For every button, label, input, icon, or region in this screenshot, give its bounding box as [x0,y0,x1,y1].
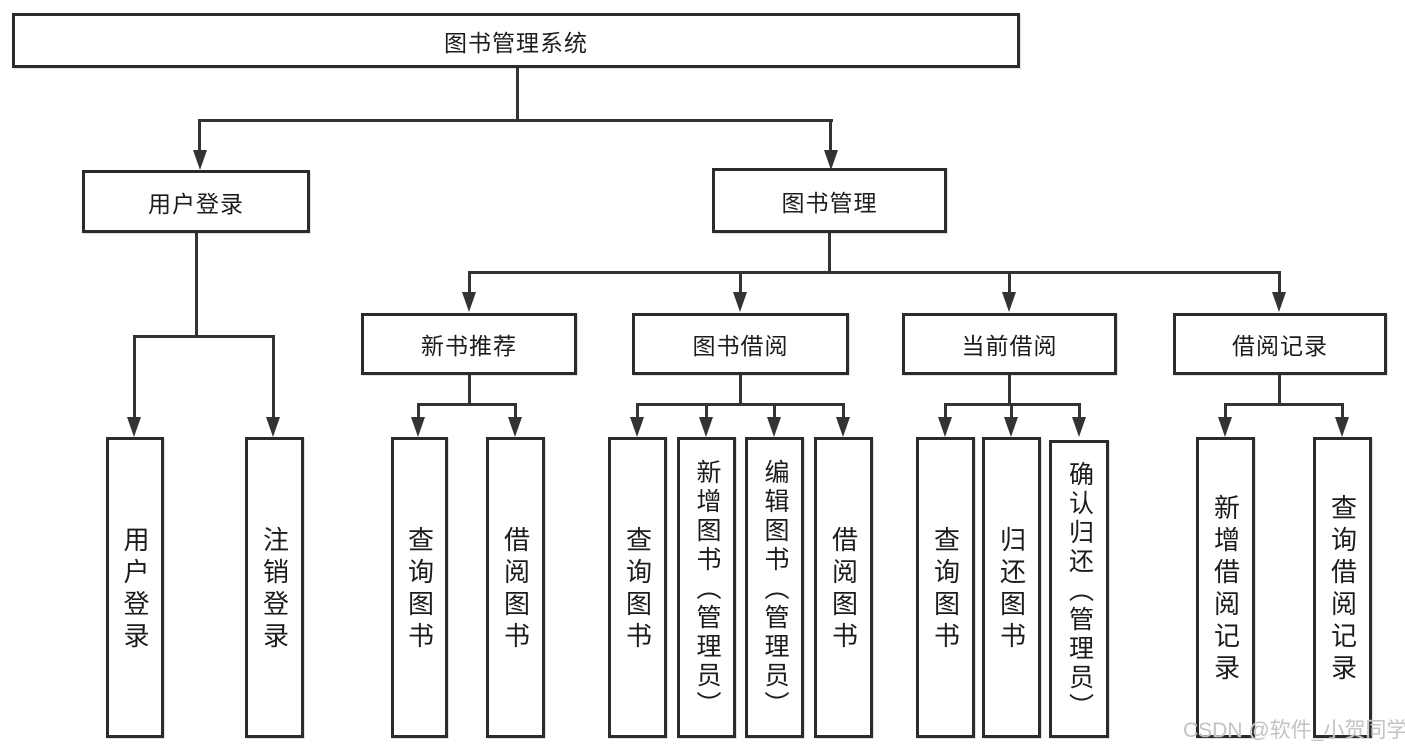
node-leaf-logout: 注销登录 [245,437,304,738]
arrow-down-icon [1002,292,1016,312]
arrow-down-icon [630,417,644,437]
node-leaf-br-query-record: 查询借阅记录 [1313,437,1372,738]
arrow-down-icon [836,417,850,437]
arrow-down-icon [411,417,425,437]
edge-segment [944,403,1081,406]
csdn-watermark: CSDN @软件_小贺同学 [1183,719,1405,742]
edge-segment [636,403,845,406]
edge-segment [1008,375,1011,406]
node-user-login: 用户登录 [82,170,310,233]
node-book-borrow: 图书借阅 [632,313,849,375]
node-leaf-nbr-query-books: 查询图书 [391,437,448,738]
edge-segment [516,68,519,121]
edge-segment [1278,273,1281,295]
edge-segment [1224,405,1227,420]
edge-segment [468,271,1281,274]
edge-segment [1341,405,1344,420]
edge-segment [828,233,831,274]
edge-segment [705,405,708,420]
edge-segment [739,273,742,295]
node-new-book-rec: 新书推荐 [361,313,577,375]
edge-segment [514,405,517,420]
arrow-down-icon [1004,417,1018,437]
edge-segment [272,337,275,420]
node-leaf-bb-add-books-admin: 新增图书（管理员） [677,437,736,738]
arrow-down-icon [1218,417,1232,437]
edge-segment [195,233,198,338]
edge-segment [739,375,742,406]
edge-segment [468,375,471,406]
edge-segment [417,405,420,420]
edge-segment [417,403,517,406]
node-leaf-cb-return-books: 归还图书 [982,437,1041,738]
node-leaf-user-login: 用户登录 [106,437,164,738]
edge-segment [1224,403,1344,406]
node-current-borrow: 当前借阅 [902,313,1117,375]
node-leaf-cb-query-books: 查询图书 [916,437,975,738]
arrow-down-icon [266,417,280,437]
edge-segment [829,121,832,153]
edge-segment [1010,405,1013,420]
edge-segment [773,405,776,420]
node-leaf-bb-edit-books-admin: 编辑图书（管理员） [745,437,804,738]
edge-segment [636,405,639,420]
arrow-down-icon [1272,292,1286,312]
arrow-down-icon [127,417,141,437]
arrow-down-icon [508,417,522,437]
node-borrow-records: 借阅记录 [1173,313,1387,375]
edge-segment [133,337,136,420]
node-leaf-br-add-record: 新增借阅记录 [1196,437,1255,738]
edge-segment [1278,375,1281,406]
node-leaf-bb-query-books: 查询图书 [608,437,667,738]
edge-segment [198,121,201,153]
arrow-down-icon [824,150,838,170]
node-root: 图书管理系统 [12,13,1020,68]
arrow-down-icon [193,150,207,170]
arrow-down-icon [1072,417,1086,437]
edge-segment [1078,405,1081,420]
edge-segment [1008,273,1011,295]
node-book-mgmt: 图书管理 [712,168,947,233]
arrow-down-icon [462,292,476,312]
edge-segment [842,405,845,420]
edge-segment [468,273,471,295]
edge-segment [944,405,947,420]
edge-segment [198,119,833,122]
arrow-down-icon [733,292,747,312]
node-leaf-nbr-borrow-books: 借阅图书 [486,437,545,738]
arrow-down-icon [938,417,952,437]
node-leaf-cb-confirm-return-admin: 确认归还（管理员） [1049,440,1109,738]
arrow-down-icon [1335,417,1349,437]
node-leaf-bb-borrow-books: 借阅图书 [814,437,873,738]
edge-segment [133,335,275,338]
arrow-down-icon [767,417,781,437]
arrow-down-icon [699,417,713,437]
